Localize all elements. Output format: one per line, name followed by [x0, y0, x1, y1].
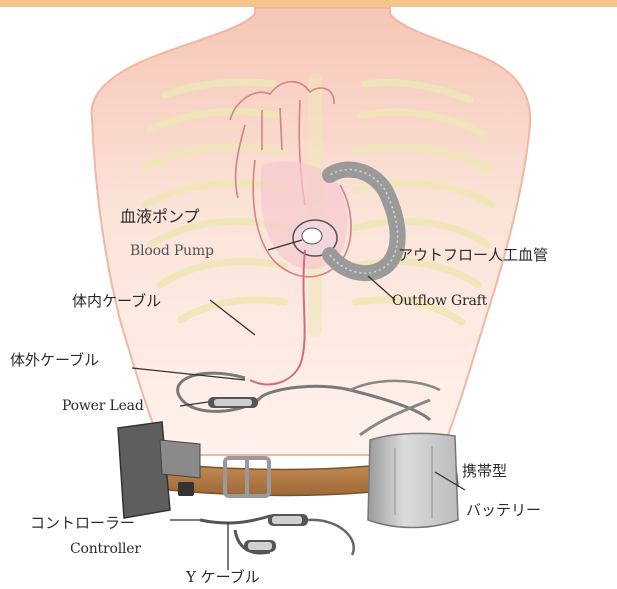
outflow-graft-label-jp: アウトフロー人工血管 [398, 246, 548, 264]
outflow-graft-label-en: Outflow Graft [392, 292, 487, 310]
power-lead-label: Power Lead [62, 397, 144, 415]
external-cable-label: 体外ケーブル [10, 351, 99, 369]
y-cable-label: Y ケーブル [186, 568, 260, 586]
internal-cable-label: 体内ケーブル [72, 292, 161, 310]
controller-label-en: Controller [70, 540, 141, 558]
battery-pack [368, 433, 458, 527]
blood-pump-label-en: Blood Pump [130, 242, 214, 260]
power-lead-connector [208, 397, 258, 408]
portable-label: 携帯型 [462, 462, 507, 480]
blood-pump-label-jp: 血液ポンプ [120, 208, 200, 226]
battery-label: バッテリー [466, 501, 541, 519]
y-cable [200, 514, 354, 555]
controller-label-jp: コントローラー [30, 514, 135, 532]
